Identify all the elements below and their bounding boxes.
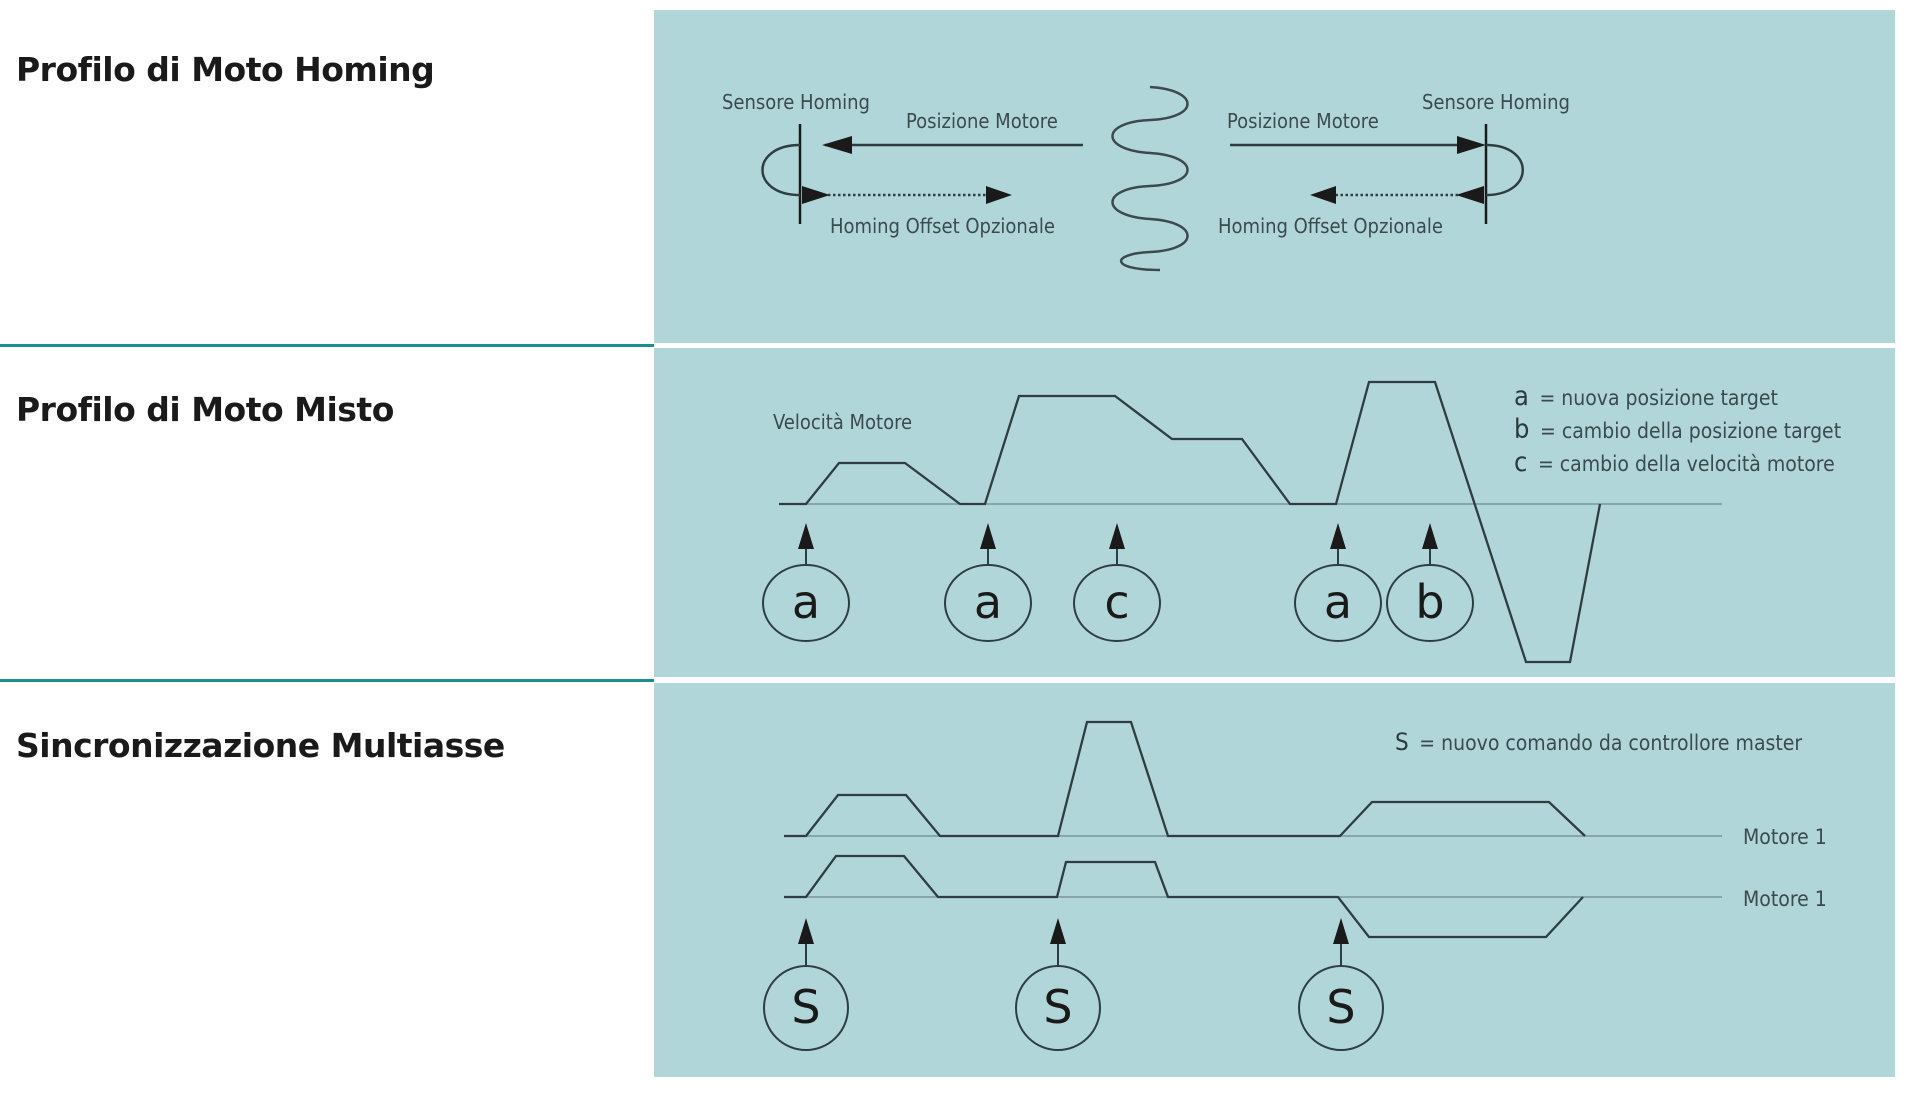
velocity-axis-label: Velocità Motore (773, 410, 912, 434)
marker-letter: a (974, 575, 1002, 629)
legend-item: b = cambio della posizione target (1514, 414, 1841, 445)
multiaxis-diagram: Motore 1 Motore 1 S = nuovo comando da c… (763, 720, 1827, 1051)
marker-letter: S (1326, 980, 1355, 1034)
arrow-up-icon (798, 918, 814, 944)
homing-loop-right (1485, 143, 1524, 197)
marker-circle (763, 965, 849, 1051)
panel-mixed (654, 348, 1895, 677)
panel-homing (654, 10, 1895, 343)
event-marker: b (1386, 523, 1474, 642)
offset-label-right: Homing Offset Opzionale (1218, 214, 1443, 238)
event-marker: a (944, 523, 1032, 642)
marker-circle (762, 564, 850, 642)
section-title-multiaxis: Sincronizzazione Multiasse (16, 726, 505, 765)
marker-circle (1015, 965, 1101, 1051)
event-marker: c (1073, 523, 1161, 642)
arrow-up-icon (1333, 918, 1349, 944)
position-label-right: Posizione Motore (1227, 109, 1379, 133)
arrow-up-icon (1109, 523, 1125, 549)
motor-1-profile-line (784, 720, 1586, 838)
arrowhead-icon (1456, 186, 1484, 204)
legend-item: c = cambio della velocità motore (1514, 447, 1835, 478)
break-squiggle-icon (1111, 85, 1189, 272)
sensor-label-right: Sensore Homing (1422, 90, 1570, 114)
motor-label: Motore 1 (1743, 887, 1827, 911)
marker-letter: c (1104, 575, 1129, 629)
panel-multiaxis (654, 683, 1895, 1077)
event-marker: S (763, 918, 849, 1051)
homing-diagram: Sensore Homing Posizione Motore Homing O… (722, 85, 1570, 272)
multiaxis-legend: S = nuovo comando da controllore master (1395, 728, 1802, 756)
arrow-up-icon (1330, 523, 1346, 549)
section-title-mixed: Profilo di Moto Misto (16, 390, 394, 429)
mixed-legend: a = nuova posizione target b = cambio de… (1514, 381, 1841, 478)
marker-letter: S (791, 980, 820, 1034)
arrowhead-icon (822, 136, 852, 154)
marker-circle (1386, 564, 1474, 642)
marker-letter: S (1043, 980, 1072, 1034)
marker-circle (1294, 564, 1382, 642)
offset-label-left: Homing Offset Opzionale (830, 214, 1055, 238)
marker-letter: b (1415, 575, 1444, 629)
marker-letter: a (1324, 575, 1352, 629)
event-marker: S (1015, 918, 1101, 1051)
arrowhead-icon (1310, 186, 1336, 204)
mixed-profile-diagram: Velocità Motore a a c a b a = nuova posizion… (762, 380, 1841, 664)
motor-label: Motore 1 (1743, 825, 1827, 849)
arrowhead-icon (986, 186, 1012, 204)
event-marker: a (762, 523, 850, 642)
homing-loop-left (761, 143, 801, 197)
marker-circle (944, 564, 1032, 642)
marker-circle (1073, 564, 1161, 642)
section-separator (0, 679, 654, 682)
arrowhead-icon (802, 186, 830, 204)
marker-letter: a (792, 575, 820, 629)
event-marker: S (1298, 918, 1384, 1051)
sensor-label-left: Sensore Homing (722, 90, 870, 114)
section-title-homing: Profilo di Moto Homing (16, 50, 435, 89)
position-label-left: Posizione Motore (906, 109, 1058, 133)
arrowhead-icon (1457, 136, 1486, 154)
arrow-up-icon (1050, 918, 1066, 944)
arrow-up-icon (1422, 523, 1438, 549)
arrow-up-icon (798, 523, 814, 549)
event-marker: a (1294, 523, 1382, 642)
arrow-up-icon (980, 523, 996, 549)
section-separator (0, 344, 654, 347)
legend-item: a = nuova posizione target (1514, 381, 1778, 412)
velocity-profile-line (779, 380, 1602, 664)
motor-2-profile-line (784, 854, 1584, 939)
marker-circle (1298, 965, 1384, 1051)
